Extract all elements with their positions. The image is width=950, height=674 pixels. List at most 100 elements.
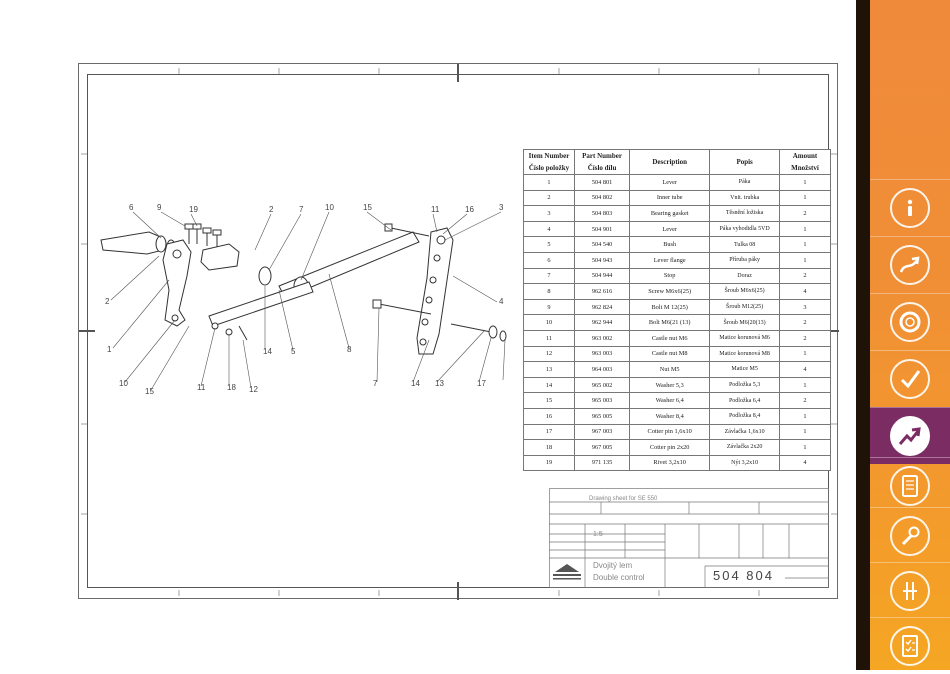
lever-plate-part [162,239,192,327]
cell-amount: 3 [778,298,832,316]
cell-description: Castle nut M8 [629,345,711,363]
sidebar-top-space [870,0,950,178]
cell-part-number: 971 135 [573,454,631,472]
item-balloon-label: 12 [249,385,258,394]
item-balloon-label: 14 [411,379,420,388]
info-icon [907,199,913,216]
cell-popis: Příruba páky [709,251,780,269]
checklist-icon [902,635,918,657]
cell-description: Bolt M 12(25) [629,298,711,316]
trend-arrow-icon [898,427,921,445]
item-balloon-label: 6 [129,203,134,212]
cell-description: Bolt M6(21 (13) [629,314,711,331]
sidebar-button-service[interactable] [870,507,950,564]
sidebar-button-electrics[interactable] [870,562,950,619]
plug-icon [903,582,917,600]
sidebar-button-curve[interactable] [870,236,950,293]
cell-item-number: 3 [523,205,575,222]
cell-popis: Matice M5 [709,361,780,378]
cell-item-number: 6 [523,251,575,269]
cell-part-number: 504 802 [573,189,631,207]
cell-popis: Matice korunová M8 [709,345,780,363]
cell-popis: Závlačka 1,6x10 [709,423,780,441]
cell-part-number: 963 003 [573,345,631,363]
cell-popis: Těsnění ložiska [709,205,780,222]
sidebar-button-tablet[interactable] [870,457,950,514]
cell-item-number: 11 [523,329,575,347]
cell-item-number: 2 [523,189,575,207]
item-balloon-label: 10 [325,203,334,212]
item-balloon-label: 11 [431,205,440,214]
cell-amount: 1 [778,345,832,363]
title-block-header: Drawing sheet for SE 550 [589,496,658,502]
cell-item-number: 7 [523,267,575,285]
cell-amount: 1 [778,189,832,207]
frame-tick [79,330,95,332]
lifebuoy-icon [899,311,921,333]
cell-description: Bush [629,236,711,253]
cell-popis: Šroub M12(25) [709,298,780,316]
cell-description: Washer 5,3 [629,376,711,394]
right-lever-part [416,227,454,355]
item-balloon-label: 9 [157,203,162,212]
item-balloon-label: 7 [299,205,304,214]
cell-description: Bearing gasket [629,205,711,222]
cell-description: Cotter pin 2x20 [629,439,711,456]
cell-amount: 2 [778,267,832,285]
curve-arrow-icon [899,256,920,273]
frame-tick [457,582,459,600]
sidebar-button-trend[interactable] [870,407,950,464]
cell-amount: 4 [778,283,832,300]
cell-part-number: 964 003 [573,361,631,378]
sidebar-button-check[interactable] [870,350,950,407]
cell-item-number: 13 [523,361,575,378]
cell-item-number: 5 [523,236,575,253]
cell-popis: Páka vyhodidla 5VD [709,220,780,238]
wrench-icon [901,526,920,546]
cell-description: Castle nut M6 [629,329,711,347]
cell-amount: 1 [778,423,832,441]
cell-popis: Podložka 5,3 [709,376,780,394]
cell-description: Lever [629,174,711,191]
item-balloon-label: 2 [105,297,110,306]
cell-amount: 1 [778,174,832,191]
item-balloon-label: 8 [347,345,352,354]
cell-description: Screw M6x6(25) [629,283,711,300]
cell-description: Nut M5 [629,361,711,378]
sidebar-button-support[interactable] [870,293,950,350]
cell-popis: Závlačka 2x20 [709,439,780,456]
item-balloon-label: 11 [197,383,206,392]
item-balloon-label: 5 [291,347,296,356]
sidebar-button-checklist[interactable] [870,617,950,674]
cell-part-number: 962 824 [573,298,631,316]
item-balloon-label: 7 [373,379,378,388]
cell-popis: Nýt 3,2x10 [709,454,780,472]
cell-item-number: 14 [523,376,575,394]
cell-amount: 1 [778,439,832,456]
item-balloon-label: 19 [189,205,198,214]
cell-amount: 2 [778,205,832,222]
item-balloon-label: 15 [145,387,154,396]
cell-description: Inner tube [629,189,711,207]
cell-amount: 1 [778,251,832,269]
cell-part-number: 504 803 [573,205,631,222]
cell-popis: Doraz [709,267,780,285]
item-balloon-label: 4 [499,297,504,306]
cell-popis: Podložka 6,4 [709,392,780,409]
cell-amount: 1 [778,236,832,253]
sidebar-button-info[interactable] [870,179,950,236]
cell-amount: 1 [778,220,832,238]
